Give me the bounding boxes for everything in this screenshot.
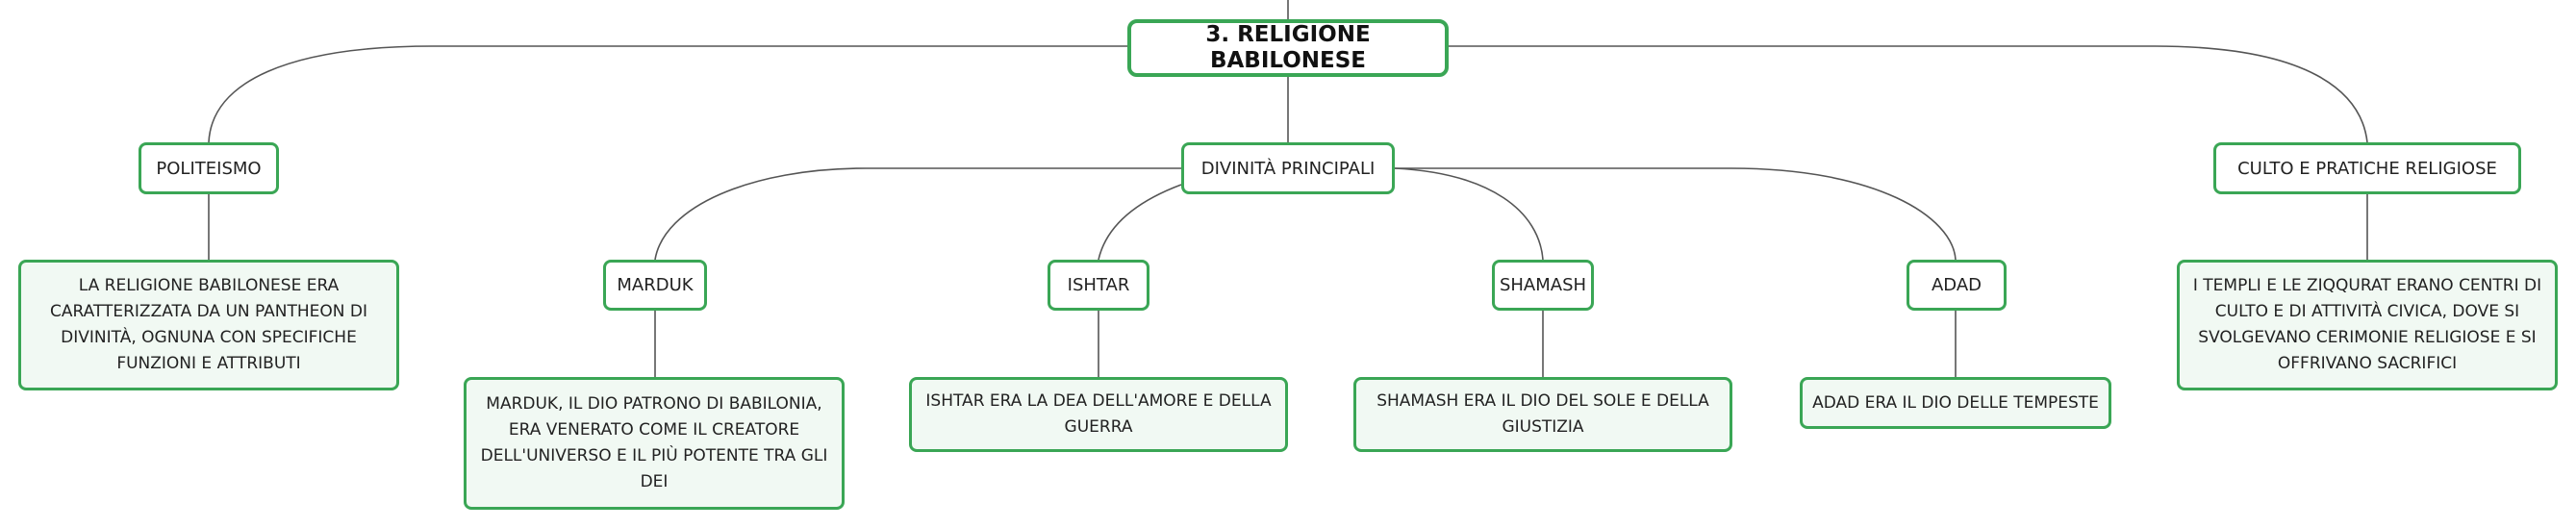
node-culto-pratiche[interactable]: CULTO E PRATICHE RELIGIOSE [2213, 142, 2521, 194]
link-divinita-marduk [654, 167, 1181, 261]
node-ishtar[interactable]: ISHTAR [1048, 260, 1149, 311]
node-ishtar-detail[interactable]: ISHTAR ERA LA DEA DELL'AMORE E DELLA GUE… [909, 377, 1288, 452]
link-divinita-ishtar [1098, 184, 1182, 261]
link-divinita-shamash [1394, 167, 1544, 261]
link-root-culto [1449, 45, 2368, 143]
link-root-politeismo [208, 45, 1127, 143]
node-adad[interactable]: ADAD [1907, 260, 2007, 311]
node-marduk-detail[interactable]: MARDUK, IL DIO PATRONO DI BABILONIA, ERA… [464, 377, 845, 510]
node-culto-detail[interactable]: I TEMPLI E LE ZIQQURAT ERANO CENTRI DI C… [2177, 260, 2558, 390]
node-shamash-detail[interactable]: SHAMASH ERA IL DIO DEL SOLE E DELLA GIUS… [1353, 377, 1732, 452]
node-divinita-principali[interactable]: DIVINITÀ PRINCIPALI [1181, 142, 1395, 194]
node-marduk[interactable]: MARDUK [603, 260, 707, 311]
node-politeismo[interactable]: POLITEISMO [139, 142, 279, 194]
link-divinita-adad [1395, 167, 1957, 261]
node-shamash[interactable]: SHAMASH [1492, 260, 1594, 311]
node-politeismo-detail[interactable]: LA RELIGIONE BABILONESE ERA CARATTERIZZA… [18, 260, 399, 390]
root-node[interactable]: 3. RELIGIONE BABILONESE [1127, 19, 1449, 77]
node-adad-detail[interactable]: ADAD ERA IL DIO DELLE TEMPESTE [1800, 377, 2111, 429]
